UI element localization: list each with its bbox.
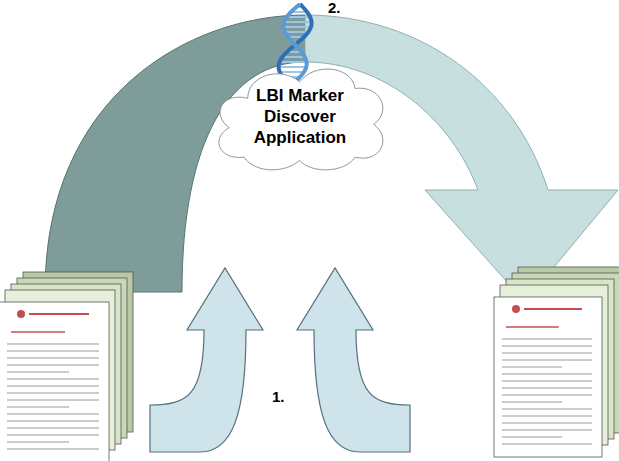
page-logo — [512, 305, 520, 313]
page-text-line — [502, 415, 592, 416]
page-text-line — [7, 427, 99, 428]
page-text-line — [502, 352, 592, 353]
dna-rung — [282, 56, 305, 58]
dna-rung — [287, 16, 311, 18]
dna-strand — [279, 4, 312, 80]
page-text-line — [7, 434, 99, 435]
callout-number: 1. — [272, 388, 285, 405]
page-text-line — [7, 406, 69, 407]
dna-helix — [279, 4, 312, 80]
page-text-line — [7, 343, 99, 344]
cloud-node: LBI Marker Discover Application — [207, 59, 392, 174]
page-text-line — [502, 338, 592, 339]
dna-rung — [285, 31, 308, 33]
page-text-line — [502, 394, 592, 395]
page-front — [0, 302, 109, 461]
page-text-line — [502, 345, 592, 346]
page-text-line — [7, 350, 99, 351]
page-text-line — [502, 359, 592, 360]
dna-rung — [284, 21, 312, 23]
page-text-line — [7, 378, 99, 379]
dna-rung — [279, 61, 306, 63]
document-stack — [494, 267, 619, 457]
page-text-line — [7, 371, 69, 372]
up-arrow — [297, 268, 410, 452]
page-title-line — [524, 308, 582, 310]
page-text-line — [7, 385, 99, 386]
page-text-line — [7, 413, 99, 414]
dna-rung — [284, 26, 311, 28]
dna-strand — [284, 4, 307, 80]
page-text-line — [502, 422, 592, 423]
page-text-line — [7, 441, 69, 442]
dna-rung — [280, 71, 304, 73]
page-text-line — [502, 373, 592, 374]
dna-rung — [279, 66, 307, 68]
page-text-line — [502, 429, 592, 430]
page-text-line — [502, 408, 592, 409]
page-heading-line — [506, 326, 559, 328]
page-text-line — [502, 401, 562, 402]
page-text-line — [7, 364, 99, 365]
page-text-line — [502, 387, 592, 388]
page-text-line — [7, 399, 99, 400]
up-arrow — [150, 268, 263, 452]
page-text-line — [502, 443, 592, 444]
document-stack — [0, 272, 133, 461]
page-text-line — [502, 436, 562, 437]
node-label: LBI Marker Discover Application — [241, 85, 359, 148]
page-heading-line — [11, 331, 65, 333]
page-text-line — [502, 366, 562, 367]
callout-number: 2. — [328, 0, 341, 16]
page-text-line — [502, 380, 592, 381]
page-title-line — [29, 313, 89, 315]
page-front — [494, 297, 602, 457]
page-text-line — [7, 392, 99, 393]
page-text-line — [7, 448, 99, 449]
page-text-line — [7, 357, 99, 358]
page-logo — [17, 310, 25, 318]
page-text-line — [7, 420, 99, 421]
